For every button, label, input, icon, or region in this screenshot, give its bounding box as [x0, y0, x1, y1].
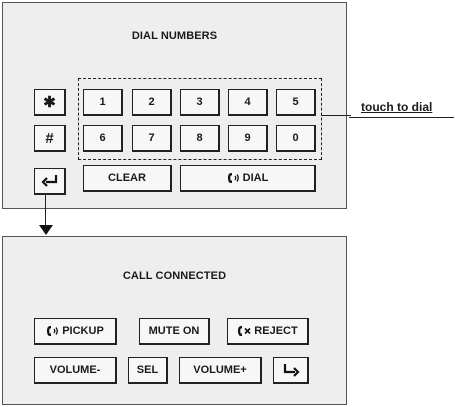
pickup-button-label: PICKUP	[62, 325, 104, 337]
hash-key[interactable]: #	[34, 125, 66, 152]
star-key[interactable]: ✱	[34, 89, 66, 116]
reject-button[interactable]: REJECT	[227, 318, 309, 345]
digit-key-0[interactable]: 0	[276, 125, 316, 152]
digit-key-8[interactable]: 8	[180, 125, 220, 152]
volume-up-label: VOLUME+	[193, 364, 247, 376]
mute-on-button-label: MUTE ON	[148, 325, 200, 337]
dial-numbers-panel: DIAL NUMBERS ✱ # 1 2 3 4 5 6 7 8 9 0 CLE…	[2, 2, 347, 209]
enter-button[interactable]	[34, 168, 66, 195]
phone-reject-icon	[237, 325, 252, 337]
callout-leader-line	[321, 115, 351, 116]
call-connected-title: CALL CONNECTED	[122, 270, 227, 282]
dial-numbers-title: DIAL NUMBERS	[131, 30, 218, 42]
callout-underline	[349, 117, 454, 118]
digit-key-5[interactable]: 5	[276, 89, 316, 116]
digit-key-6[interactable]: 6	[83, 125, 123, 152]
dial-button-label: DIAL	[242, 172, 269, 184]
forward-arrow-icon	[283, 364, 300, 377]
volume-up-button[interactable]: VOLUME+	[179, 357, 262, 384]
digit-key-4[interactable]: 4	[228, 89, 268, 116]
digit-key-1[interactable]: 1	[83, 89, 123, 116]
call-connected-panel: CALL CONNECTED PICKUP MUTE ON REJECT VOL…	[2, 236, 347, 405]
digit-key-3[interactable]: 3	[180, 89, 220, 116]
sel-button-label: SEL	[136, 364, 159, 376]
flow-arrow-line	[45, 195, 46, 227]
flow-arrow-icon	[39, 225, 53, 235]
dial-button[interactable]: DIAL	[180, 165, 316, 192]
phone-icon	[227, 172, 241, 184]
volume-down-label: VOLUME-	[49, 364, 101, 376]
volume-down-button[interactable]: VOLUME-	[34, 357, 117, 384]
clear-button[interactable]: CLEAR	[83, 165, 172, 192]
reject-button-label: REJECT	[254, 325, 298, 337]
digit-key-2[interactable]: 2	[132, 89, 172, 116]
phone-pickup-icon	[46, 325, 60, 337]
next-button[interactable]	[273, 357, 309, 384]
return-arrow-icon	[40, 175, 57, 187]
digit-key-7[interactable]: 7	[132, 125, 172, 152]
sel-button[interactable]: SEL	[128, 357, 168, 384]
clear-button-label: CLEAR	[108, 172, 146, 184]
pickup-button[interactable]: PICKUP	[34, 318, 117, 345]
touch-to-dial-callout: touch to dial	[361, 100, 433, 114]
digit-key-9[interactable]: 9	[228, 125, 268, 152]
mute-on-button[interactable]: MUTE ON	[139, 318, 210, 345]
touch-to-dial-area	[78, 78, 322, 160]
